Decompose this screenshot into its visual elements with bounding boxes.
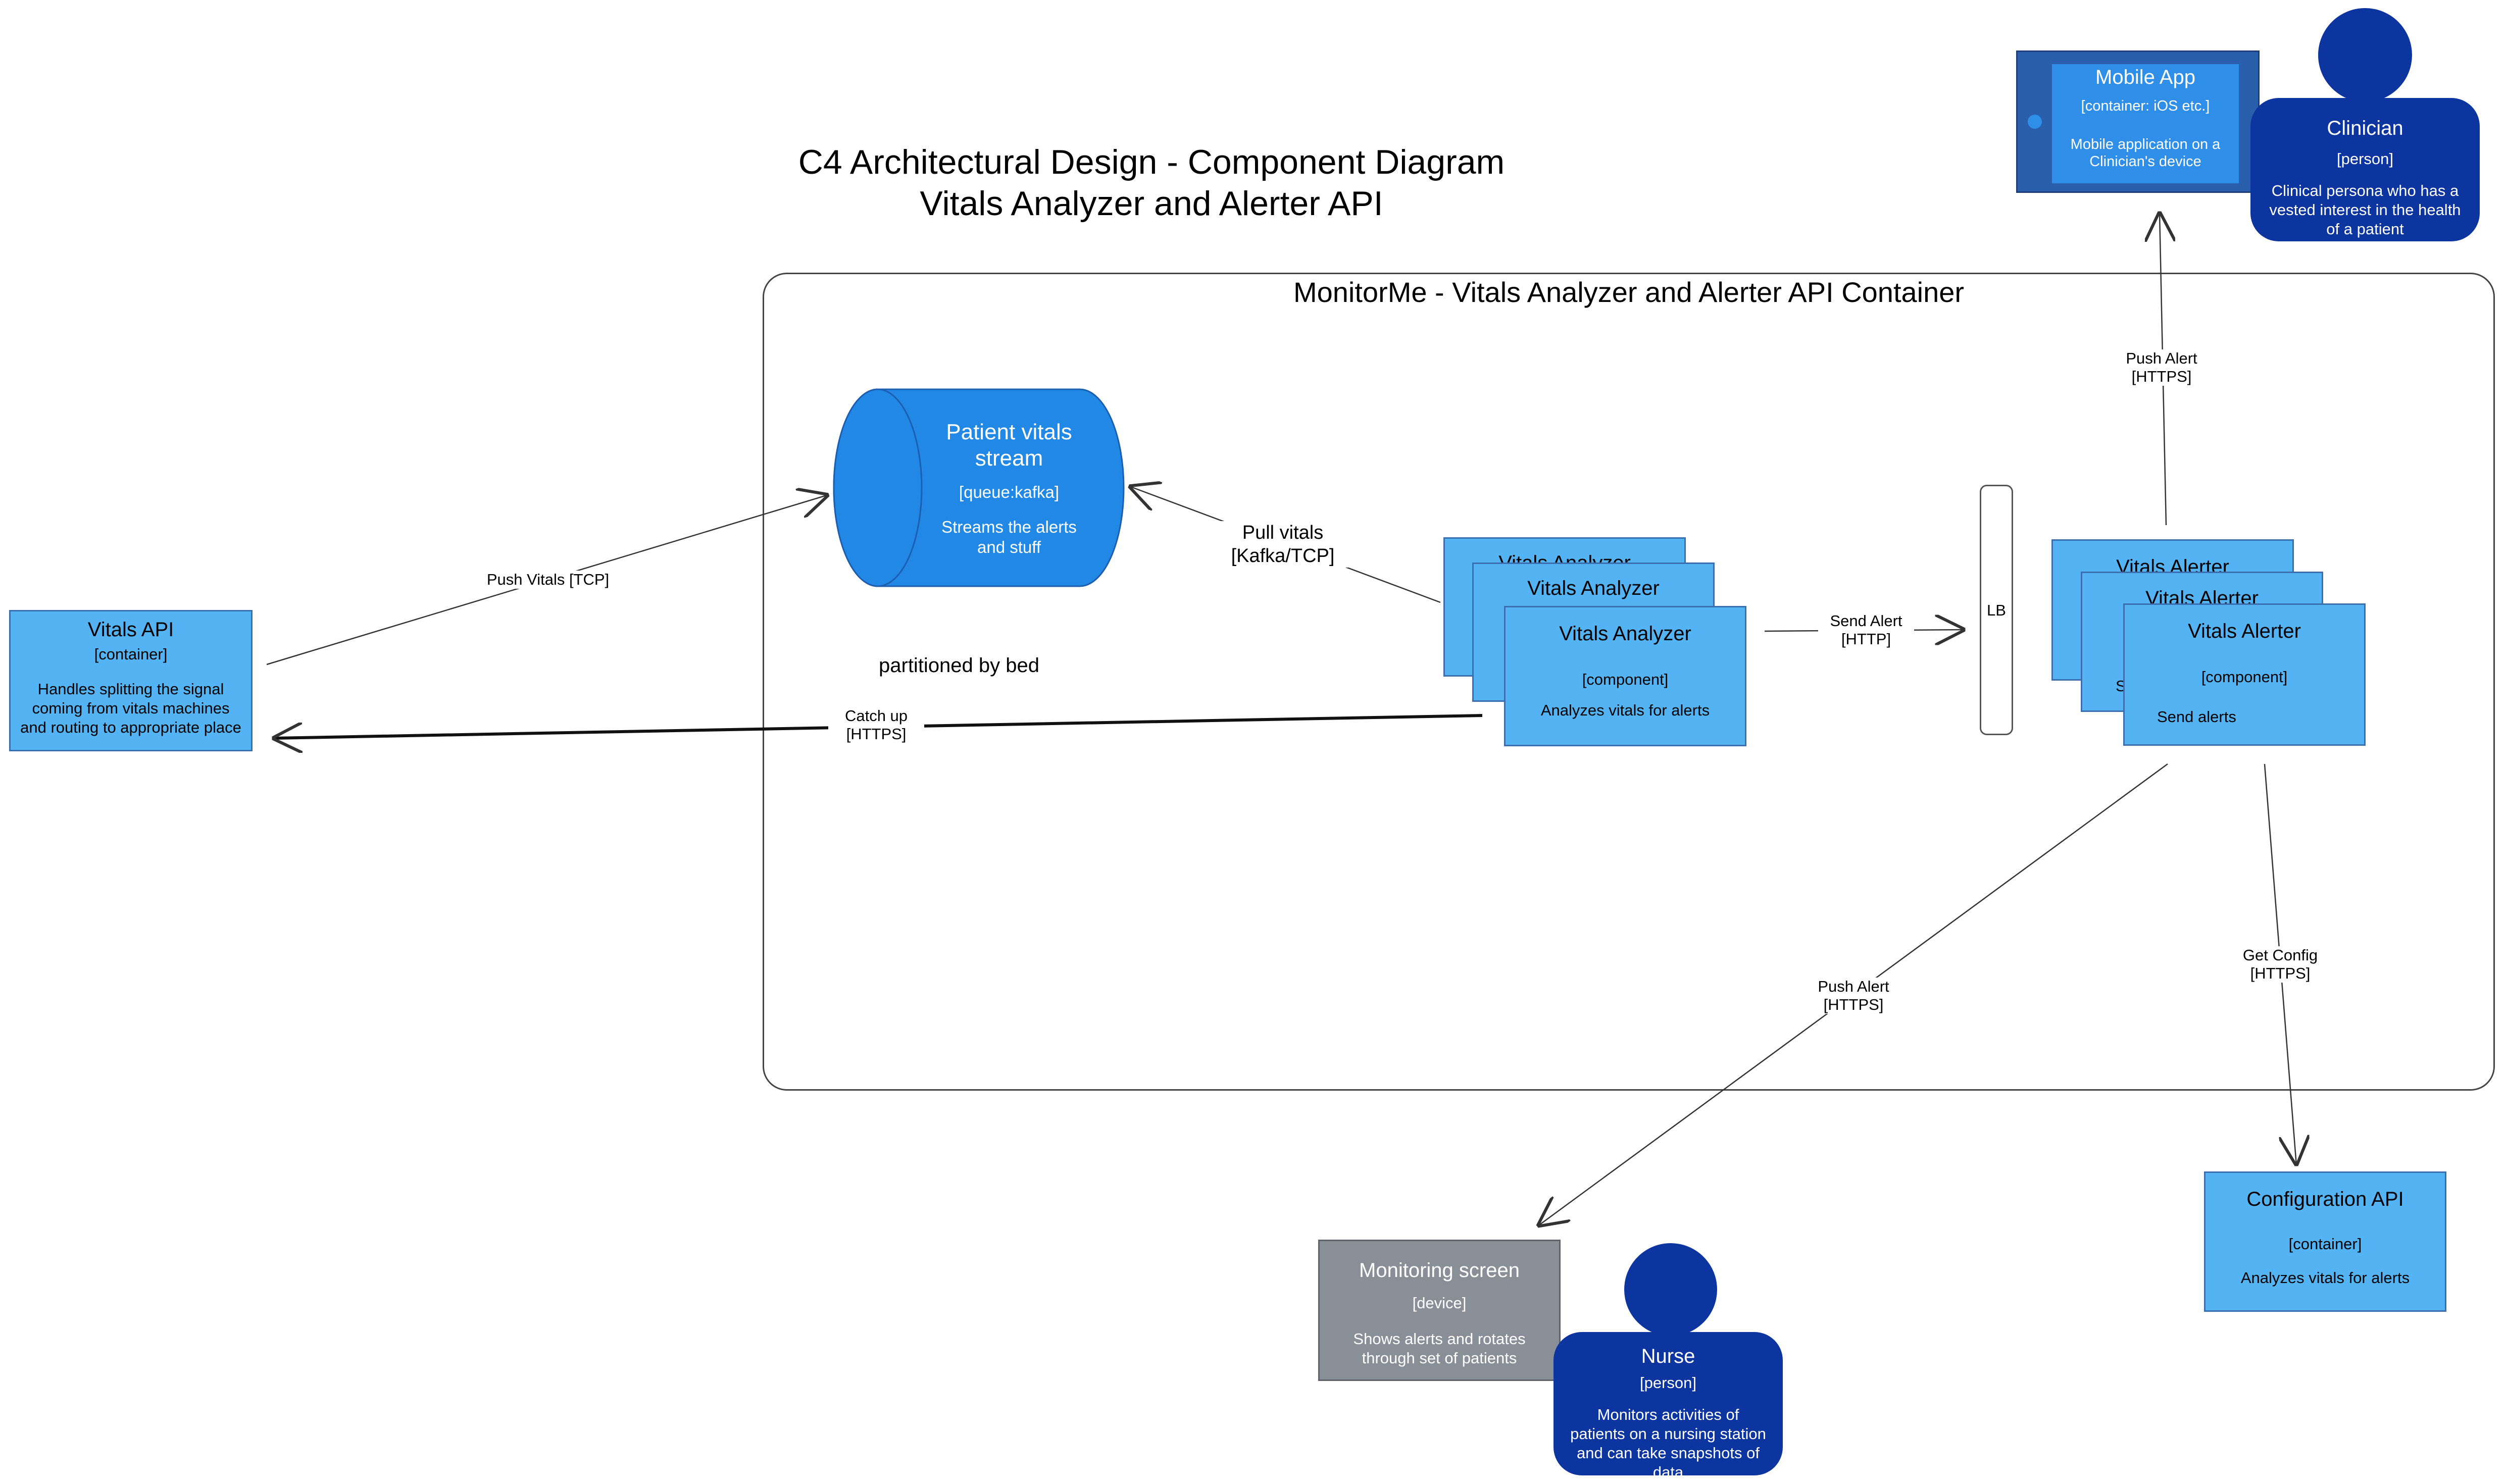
stream-partition-note: partitioned by bed: [879, 654, 1040, 677]
clinician-name: Clinician: [2327, 117, 2403, 139]
label-push-alert-screen-line2: [HTTPS]: [1823, 996, 1884, 1013]
label-push-alert-screen: Push Alert [HTTPS]: [1803, 978, 1904, 1014]
nurse-desc: Monitors activities of patients on a nur…: [1570, 1406, 1766, 1481]
mobile-app-container[interactable]: Mobile App [container: iOS etc.] Mobile …: [2016, 50, 2260, 193]
clinician-tech: [person]: [2336, 150, 2393, 168]
vitals-analyzer-back-1-name: Vitals Analyzer: [1527, 577, 1660, 599]
configuration-api-desc: Analyzes vitals for alerts: [2240, 1269, 2410, 1287]
patient-vitals-stream-queue[interactable]: Patient vitals stream [queue:kafka] Stre…: [832, 388, 1125, 588]
queue-cylinder-shape: [833, 388, 1125, 587]
clinician-desc: Clinical persona who has a vested intere…: [2269, 182, 2461, 238]
configuration-api-container[interactable]: Configuration API [container] Analyzes v…: [2204, 1171, 2446, 1312]
vitals-alerter-component[interactable]: Vitals Alerter [component] Send alerts: [2123, 603, 2366, 746]
vitals-api-desc: Handles splitting the signal coming from…: [20, 680, 241, 736]
mobile-app-name: Mobile App: [2095, 66, 2195, 88]
label-push-alert-mobile-line1: Push Alert: [2126, 349, 2197, 367]
label-catch-up: Catch up [HTTPS]: [828, 707, 924, 743]
label-push-vitals: Push Vitals [TCP]: [477, 571, 619, 589]
stream-tech: [queue:kafka]: [959, 483, 1060, 501]
load-balancer-label: LB: [1987, 601, 2006, 619]
label-send-alert-line1: Send Alert: [1830, 612, 1902, 630]
clinician-body: Clinician [person] Clinical persona who …: [2250, 98, 2480, 241]
nurse-name: Nurse: [1641, 1345, 1695, 1367]
vitals-alerter-name: Vitals Alerter: [2188, 620, 2301, 642]
stream-name: Patient vitals stream: [946, 420, 1072, 471]
mobile-app-tech: [container: iOS etc.]: [2081, 98, 2210, 114]
vitals-alerter-tech: [component]: [2201, 668, 2288, 686]
label-push-alert-mobile-line2: [HTTPS]: [2131, 368, 2192, 385]
diagram-title-line1: C4 Architectural Design - Component Diag…: [798, 143, 1505, 181]
nurse-body: Nurse [person] Monitors activities of pa…: [1553, 1332, 1783, 1481]
vitals-api-container[interactable]: Vitals API [container] Handles splitting…: [9, 610, 253, 751]
stream-text: Patient vitals stream [queue:kafka] Stre…: [913, 419, 1105, 557]
container-boundary-title: MonitorMe - Vitals Analyzer and Alerter …: [1293, 276, 1965, 308]
label-get-config-line2: [HTTPS]: [2250, 964, 2311, 982]
clinician-person[interactable]: Clinician [person] Clinical persona who …: [2250, 8, 2480, 241]
configuration-api-tech: [container]: [2288, 1235, 2362, 1253]
vitals-api-tech: [container]: [94, 645, 168, 663]
label-get-config-line1: Get Config: [2242, 946, 2318, 964]
vitals-api-name: Vitals API: [87, 619, 174, 641]
label-push-alert-mobile: Push Alert [HTTPS]: [2111, 349, 2212, 386]
label-pull-vitals-line2: [Kafka/TCP]: [1231, 545, 1335, 567]
monitoring-screen-device[interactable]: Monitoring screen [device] Shows alerts …: [1318, 1240, 1561, 1381]
load-balancer[interactable]: LB: [1980, 485, 2013, 735]
vitals-analyzer-desc: Analyzes vitals for alerts: [1540, 701, 1710, 719]
vitals-analyzer-name: Vitals Analyzer: [1559, 623, 1691, 645]
label-get-config: Get Config [HTTPS]: [2230, 946, 2331, 983]
nurse-person[interactable]: Nurse [person] Monitors activities of pa…: [1553, 1243, 1783, 1481]
clinician-head: [2318, 8, 2412, 102]
nurse-tech: [person]: [1639, 1374, 1696, 1392]
monitoring-screen-name: Monitoring screen: [1359, 1259, 1520, 1282]
label-push-alert-screen-line1: Push Alert: [1818, 978, 1889, 995]
diagram-title-line2: Vitals Analyzer and Alerter API: [920, 184, 1383, 223]
mobile-app-desc: Mobile application on a Clinician's devi…: [2070, 136, 2221, 170]
mobile-app-screen: Mobile App [container: iOS etc.] Mobile …: [2052, 64, 2239, 183]
label-catch-up-line1: Catch up: [844, 707, 908, 725]
label-send-alert: Send Alert [HTTP]: [1818, 612, 1914, 648]
diagram-title: C4 Architectural Design - Component Diag…: [581, 141, 1722, 224]
vitals-alerter-desc: Send alerts: [2157, 708, 2236, 726]
nurse-head: [1624, 1243, 1717, 1336]
monitoring-screen-tech: [device]: [1412, 1294, 1467, 1312]
label-pull-vitals-line1: Pull vitals: [1242, 522, 1324, 543]
label-catch-up-line2: [HTTPS]: [846, 725, 907, 743]
configuration-api-name: Configuration API: [2246, 1188, 2404, 1210]
vitals-analyzer-tech: [component]: [1582, 671, 1669, 688]
monitoring-screen-desc: Shows alerts and rotates through set of …: [1353, 1330, 1526, 1367]
vitals-analyzer-component[interactable]: Vitals Analyzer [component] Analyzes vit…: [1504, 606, 1746, 746]
stream-desc: Streams the alerts and stuff: [941, 518, 1077, 556]
label-pull-vitals: Pull vitals [Kafka/TCP]: [1212, 521, 1354, 568]
mobile-home-button: [2028, 115, 2042, 129]
label-send-alert-line2: [HTTP]: [1841, 630, 1891, 648]
